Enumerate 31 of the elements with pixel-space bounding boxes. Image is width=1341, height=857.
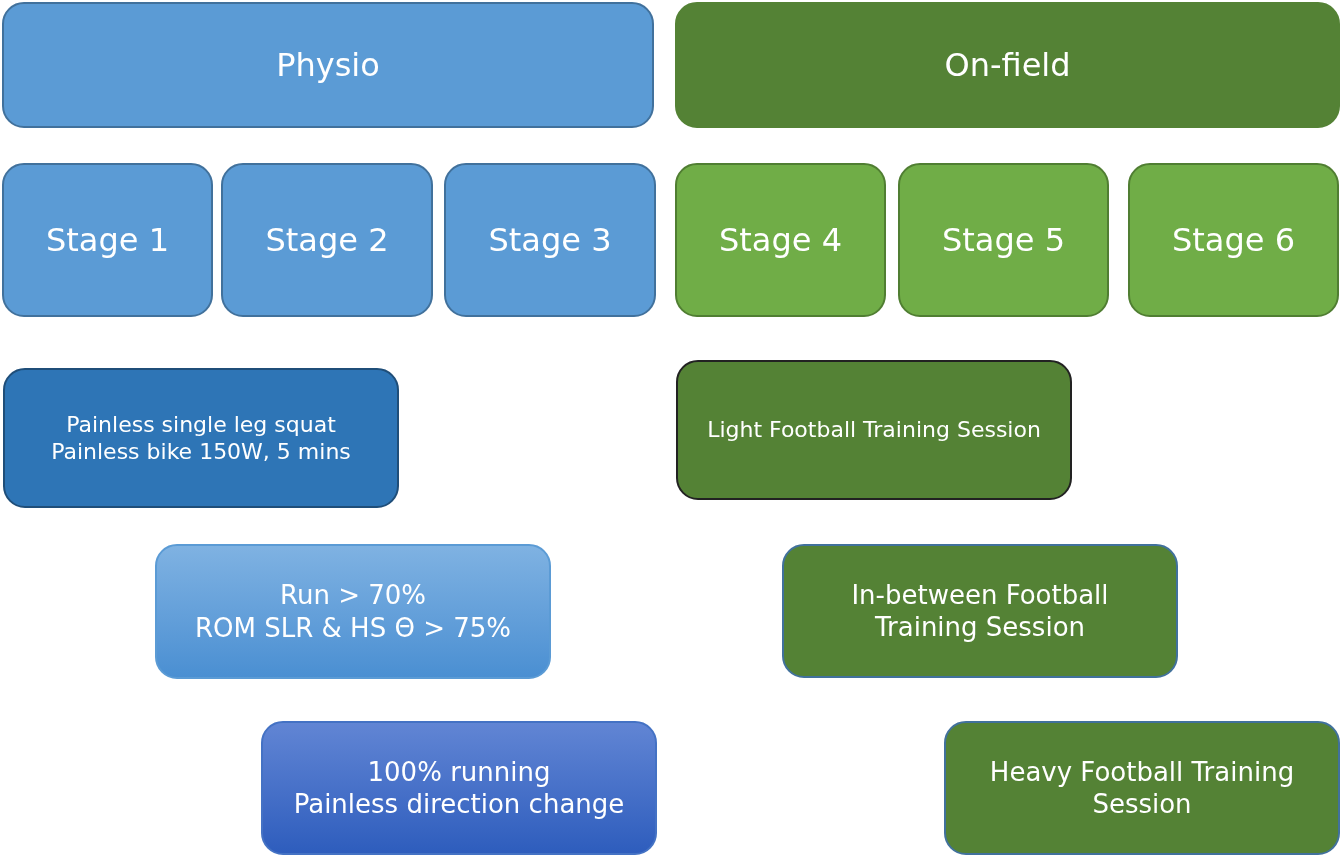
stage-box	[2, 163, 213, 317]
box-text: Stage 1	[46, 220, 169, 260]
box-text: Physio	[276, 45, 380, 85]
criteria-box	[3, 368, 399, 508]
box-text: Light Football Training Session	[707, 416, 1041, 444]
criteria-box	[261, 721, 657, 855]
criteria-box	[155, 544, 551, 679]
box-text: Heavy Football Training Session	[988, 755, 1296, 821]
box-text: Painless bike 150W, 5 mins	[51, 438, 351, 466]
group-header	[675, 2, 1340, 128]
stage-box	[1128, 163, 1339, 317]
session-box	[782, 544, 1178, 678]
box-text: Stage 4	[719, 220, 842, 260]
session-box	[676, 360, 1072, 500]
box-text: Painless single leg squat	[66, 410, 336, 438]
box-text: 100% running	[367, 755, 551, 788]
group-header	[2, 2, 654, 128]
stage-box	[221, 163, 433, 317]
stage-box	[675, 163, 886, 317]
stage-box	[444, 163, 656, 317]
box-text: Stage 3	[488, 220, 612, 260]
box-text: ROM SLR & HS Θ > 75%	[195, 611, 511, 644]
box-text: Stage 5	[942, 220, 1065, 260]
box-text: Stage 2	[265, 220, 389, 260]
box-text: Stage 6	[1172, 220, 1295, 260]
box-text: In-between Football Training Session	[850, 578, 1110, 644]
session-box	[944, 721, 1340, 855]
box-text: On-field	[944, 45, 1071, 85]
box-text: Run > 70%	[280, 579, 426, 612]
stage-box	[898, 163, 1109, 317]
box-text: Painless direction change	[293, 788, 625, 821]
